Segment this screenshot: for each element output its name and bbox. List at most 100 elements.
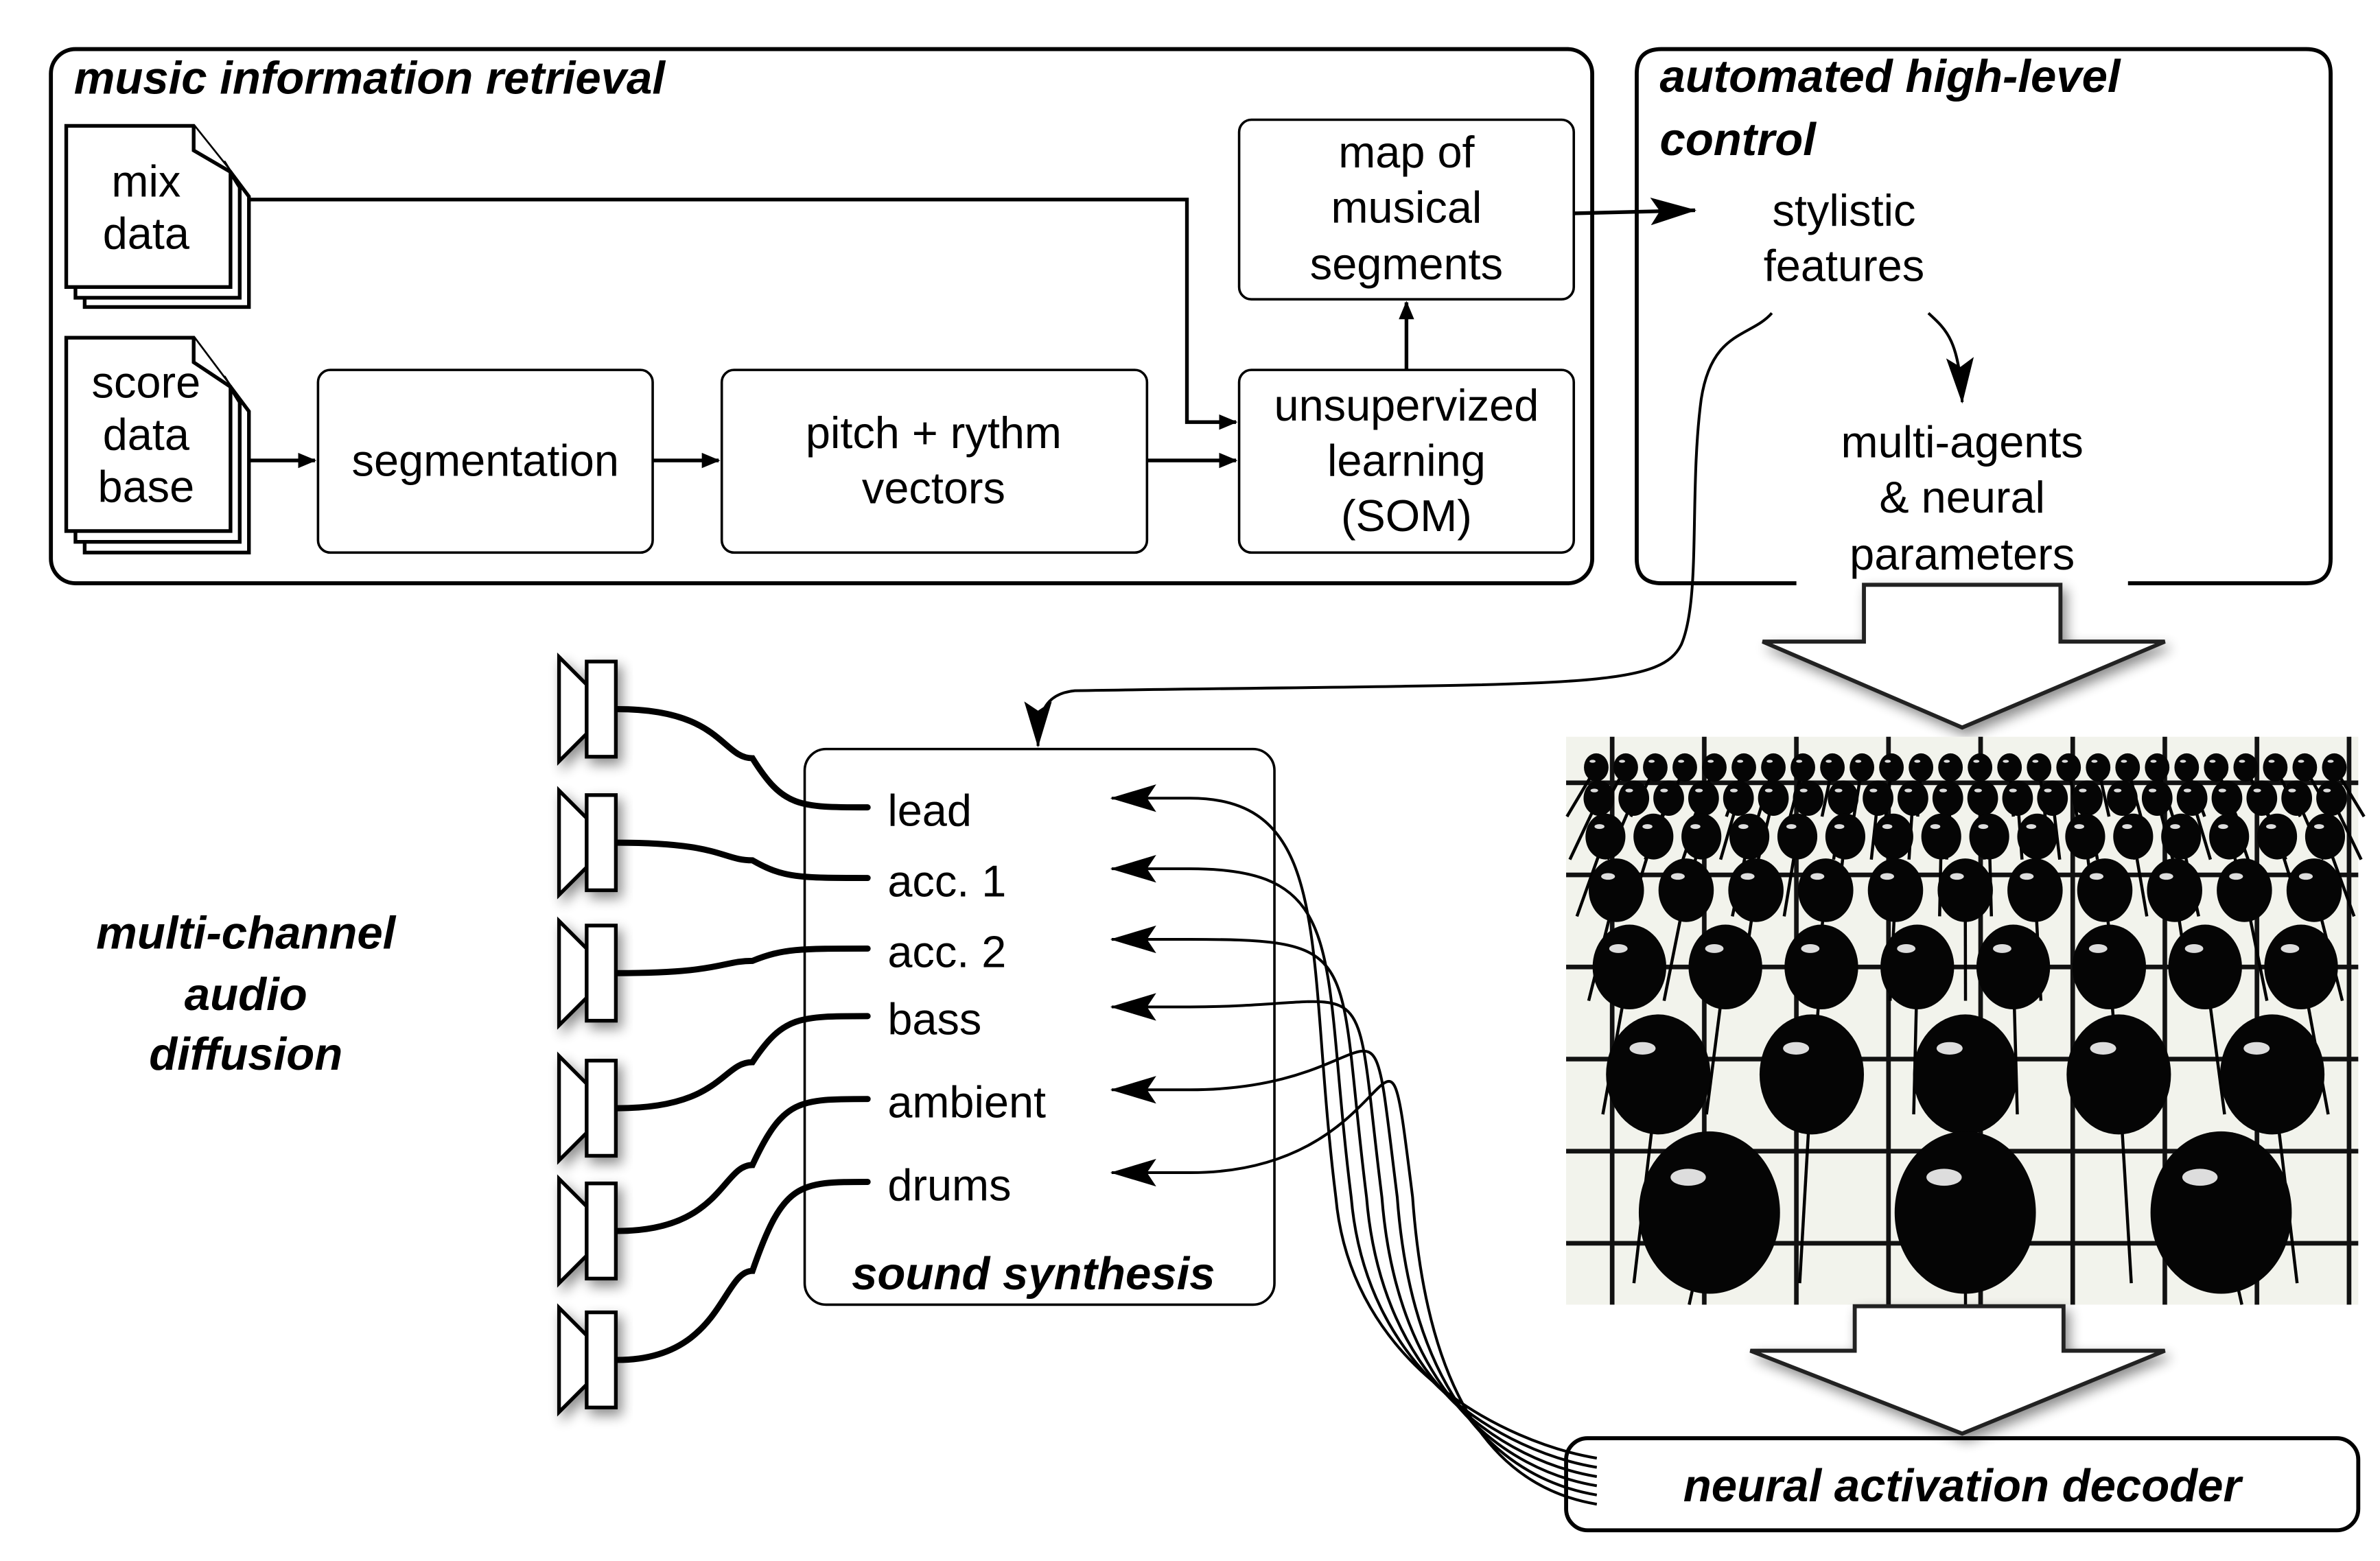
robot-head	[1731, 753, 1756, 782]
segmentation-box[interactable]: segmentation	[316, 368, 654, 554]
robot-head	[1688, 924, 1762, 1010]
robot-head	[1894, 1131, 2036, 1294]
robot-head-highlight	[1609, 944, 1628, 953]
robot-head-highlight	[1834, 824, 1845, 830]
mix-data-document[interactable]: mix data	[64, 124, 251, 309]
decoder-to-channel-arrow	[1110, 1080, 1598, 1506]
robot-head	[2145, 753, 2170, 782]
robot-head	[2115, 753, 2140, 782]
robot-head	[1777, 813, 1818, 860]
robot-head	[2286, 858, 2342, 922]
robot-head	[1968, 753, 1993, 782]
robot-head	[2150, 1131, 2292, 1294]
robot-head	[1728, 858, 1784, 922]
robot-head-highlight	[1737, 760, 1744, 763]
som-learning-box[interactable]: unsupervized learning (SOM)	[1237, 368, 1576, 554]
speaker-icon	[557, 1051, 618, 1165]
robot-head-highlight	[1594, 824, 1605, 830]
robot-head	[1723, 780, 1754, 816]
robot-head	[2066, 1014, 2171, 1135]
robot-head-highlight	[2298, 760, 2305, 763]
robot-head	[1585, 813, 1626, 860]
robot-head-highlight	[1590, 788, 1598, 793]
document-icon	[64, 336, 233, 533]
robot-head	[1790, 753, 1815, 782]
block-arrow-to-decoder	[1749, 1304, 2166, 1436]
control-title-2: control	[1660, 114, 1817, 165]
robot-head-highlight	[1936, 1042, 1963, 1055]
robot-head	[1643, 753, 1668, 782]
robot-head-highlight	[2239, 760, 2245, 763]
robot-head-highlight	[2209, 760, 2216, 763]
robot-head	[1879, 753, 1904, 782]
robot-head	[2246, 780, 2278, 816]
robot-head-highlight	[2122, 824, 2132, 830]
mir-title: music information retrieval	[74, 52, 666, 104]
speaker-array	[557, 652, 618, 1417]
robot-head-highlight	[1678, 760, 1685, 763]
robot-head-highlight	[1799, 788, 1808, 793]
robot-head-highlight	[1796, 760, 1803, 763]
robot-head-highlight	[2229, 873, 2243, 880]
decoder-to-channel-arrow	[1110, 854, 1598, 1469]
speaker-icon	[557, 652, 618, 766]
arrow-map-to-stylistic	[1574, 197, 1697, 226]
robot-head-highlight	[1930, 824, 1941, 830]
robot-head-highlight	[1825, 760, 1832, 763]
decoder-links	[1110, 784, 1598, 1506]
robot-head	[2316, 780, 2347, 816]
speaker-icon	[557, 1303, 618, 1417]
robot-head	[2086, 753, 2111, 782]
robot-head	[1589, 858, 1644, 922]
robot-head	[2077, 858, 2133, 922]
robot-head-highlight	[2062, 760, 2068, 763]
robot-head	[1820, 753, 1845, 782]
robot-head	[2263, 753, 2288, 782]
robot-head	[1932, 780, 1963, 816]
robot-head-highlight	[1993, 944, 2011, 953]
robot-head-highlight	[2089, 873, 2104, 880]
channel-bass[interactable]: bass	[887, 994, 981, 1044]
map-label-2: musical	[1331, 182, 1482, 232]
robot-head-highlight	[1629, 1042, 1656, 1055]
robot-head-highlight	[2323, 788, 2331, 793]
score-database-document[interactable]: score data base	[64, 336, 251, 554]
channel-acc-2[interactable]: acc. 2	[887, 926, 1006, 976]
map-label-3: segments	[1310, 239, 1503, 289]
agents-label-3: parameters	[1850, 529, 2075, 579]
map-of-segments-box[interactable]: map of musical segments	[1237, 118, 1576, 301]
robot-head-highlight	[2183, 788, 2192, 793]
robot-head	[1583, 780, 1615, 816]
pitch-rythm-vectors-box[interactable]: pitch + rythm vectors	[720, 368, 1149, 554]
robot-head	[2161, 813, 2202, 860]
robot-head	[1909, 753, 1934, 782]
robot-head	[2017, 813, 2057, 860]
channel-ambient[interactable]: ambient	[887, 1077, 1046, 1127]
robot-head-highlight	[2268, 760, 2275, 763]
robot-head	[1653, 780, 1684, 816]
channel-acc-1[interactable]: acc. 1	[887, 856, 1006, 906]
robot-head-highlight	[1950, 873, 1964, 880]
channel-drums[interactable]: drums	[887, 1160, 1011, 1210]
robot-head-highlight	[1939, 788, 1948, 793]
robot-head-highlight	[1729, 788, 1738, 793]
neural-activation-decoder[interactable]: neural activation decoder	[1564, 1436, 2361, 1533]
speaker-cable	[614, 839, 871, 882]
robot-head-highlight	[2032, 760, 2039, 763]
pitch-rythm-label-2: vectors	[862, 463, 1005, 513]
robot-head-highlight	[2148, 788, 2157, 793]
robot-head	[1997, 753, 2022, 782]
robot-head-highlight	[1810, 873, 1825, 880]
robot-head	[2211, 780, 2243, 816]
diffusion-title-3: diffusion	[149, 1029, 342, 1080]
robot-head	[1618, 780, 1650, 816]
map-label-1: map of	[1338, 127, 1475, 177]
robot-head	[1913, 1014, 2018, 1135]
robot-head	[1584, 753, 1609, 782]
robot-head-highlight	[1642, 824, 1653, 830]
robot-head-highlight	[1670, 1169, 1706, 1186]
robot-head-highlight	[2170, 824, 2180, 830]
robot-head-highlight	[1855, 760, 1862, 763]
channel-lead[interactable]: lead	[887, 785, 972, 835]
robot-head-highlight	[2090, 1042, 2116, 1055]
